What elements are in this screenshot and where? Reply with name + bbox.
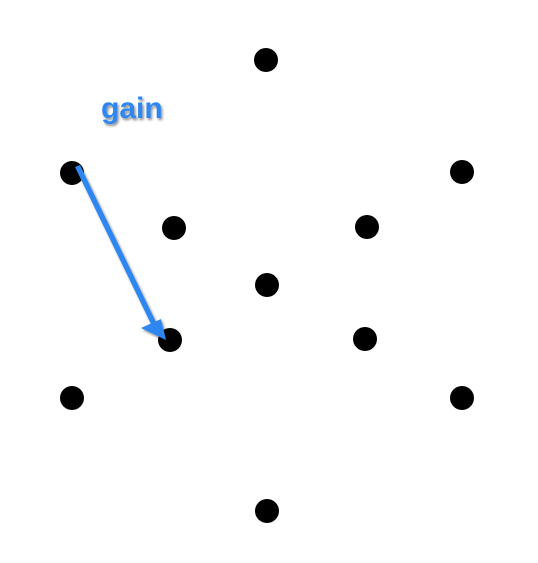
arrow-head [141,319,166,340]
dot [450,160,474,184]
dot [254,48,278,72]
annotation-label: gain [101,92,163,125]
dot [162,216,186,240]
dot [60,386,84,410]
dot [355,215,379,239]
dot [255,499,279,523]
dot [255,273,279,297]
gain-arrow [75,165,166,340]
dot [450,386,474,410]
dot [353,327,377,351]
dots-group [60,48,474,523]
arrow-shaft [75,165,156,324]
